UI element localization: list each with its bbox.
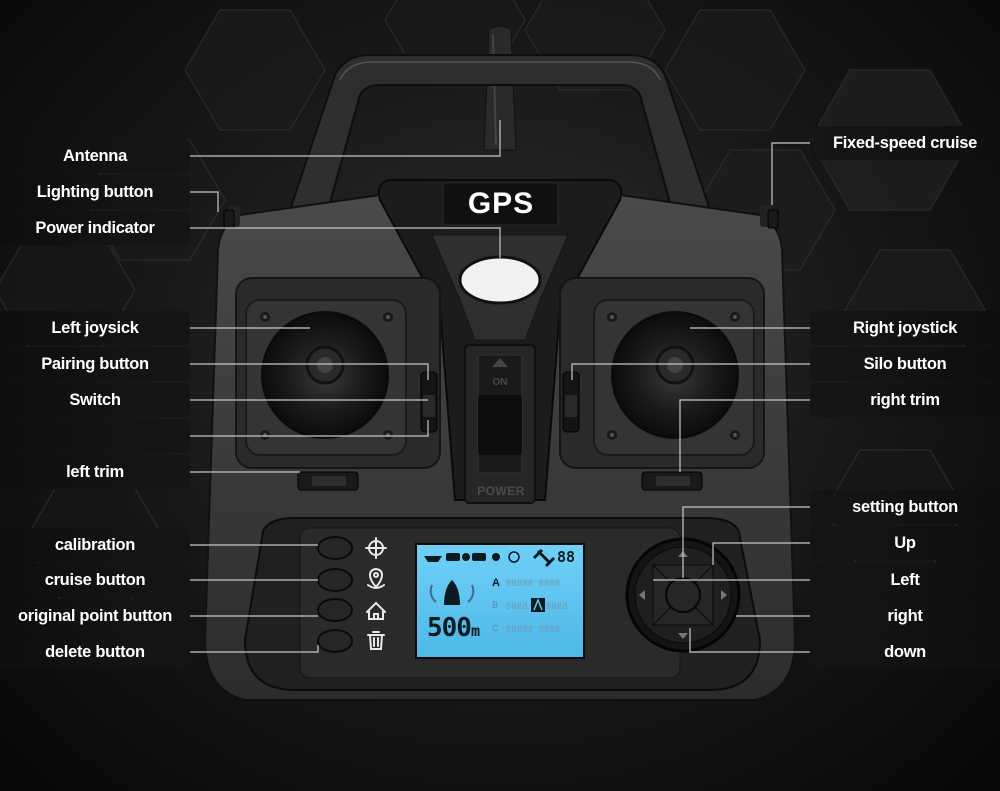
crosshair-icon: [365, 537, 387, 559]
svg-text:88888 8888: 88888 8888: [506, 625, 560, 635]
lcd-screen: 88888 8888 8888 8888 88888 8888: [415, 543, 585, 659]
power-switch[interactable]: [464, 344, 536, 504]
label-left: Left: [810, 563, 1000, 597]
satellite-icon: [532, 548, 556, 568]
left-joystick[interactable]: [235, 277, 441, 469]
label-left-trim: left trim: [0, 455, 190, 489]
calibration-button[interactable]: [317, 536, 353, 560]
gps-title: GPS: [467, 187, 535, 220]
label-switch: Switch: [0, 383, 190, 417]
label-original-point-button: original point button: [0, 599, 190, 633]
delete-button[interactable]: [317, 629, 353, 653]
label-pairing-button: Pairing button: [0, 347, 190, 381]
label-fixed-speed-cruise: Fixed-speed cruise: [810, 126, 1000, 160]
direction-pad: [625, 537, 741, 653]
lcd-distance-value: 500: [427, 613, 472, 643]
power-label: POWER: [477, 484, 525, 498]
location-pin-icon: [367, 567, 385, 589]
trash-icon: [367, 631, 385, 650]
right-trim[interactable]: [641, 471, 703, 491]
label-blank: [0, 419, 190, 453]
lcd-row-c: C: [492, 623, 499, 633]
cruise-button[interactable]: [317, 568, 353, 592]
lcd-distance-unit: m: [470, 622, 480, 640]
original-point-button[interactable]: [317, 598, 353, 622]
label-silo-button: Silo button: [810, 347, 1000, 381]
svg-text:8888: 8888: [546, 602, 568, 612]
antenna: [483, 25, 517, 151]
switch-on-label: ON: [492, 377, 508, 388]
label-down: down: [810, 635, 1000, 669]
svg-text:8888: 8888: [506, 602, 528, 612]
lcd-distance: 500m: [427, 613, 480, 643]
lcd-row-a: A: [492, 577, 500, 589]
label-calibration: calibration: [0, 528, 190, 562]
boat-icon: [424, 556, 442, 562]
label-antenna: Antenna: [0, 139, 190, 173]
label-lighting-button: Lighting button: [0, 175, 190, 209]
label-up: Up: [810, 526, 1000, 560]
label-power-indicator: Power indicator: [0, 211, 190, 245]
lcd-counter: 88: [557, 548, 576, 566]
label-left-joystick: Left joysick: [0, 311, 190, 345]
label-right-trim: right trim: [810, 383, 1000, 417]
label-setting-button: setting button: [810, 490, 1000, 524]
left-trim[interactable]: [297, 471, 359, 491]
power-indicator: [458, 255, 542, 305]
label-cruise-button: cruise button: [0, 563, 190, 597]
svg-text:88888 8888: 88888 8888: [506, 579, 560, 589]
label-right: right: [810, 599, 1000, 633]
lcd-row-b: B: [492, 600, 499, 610]
label-right-joystick: Right joystick: [810, 311, 1000, 345]
right-joystick[interactable]: [559, 277, 765, 469]
label-delete-button: delete button: [0, 635, 190, 669]
home-icon: [366, 601, 386, 620]
setting-button[interactable]: [665, 577, 701, 613]
